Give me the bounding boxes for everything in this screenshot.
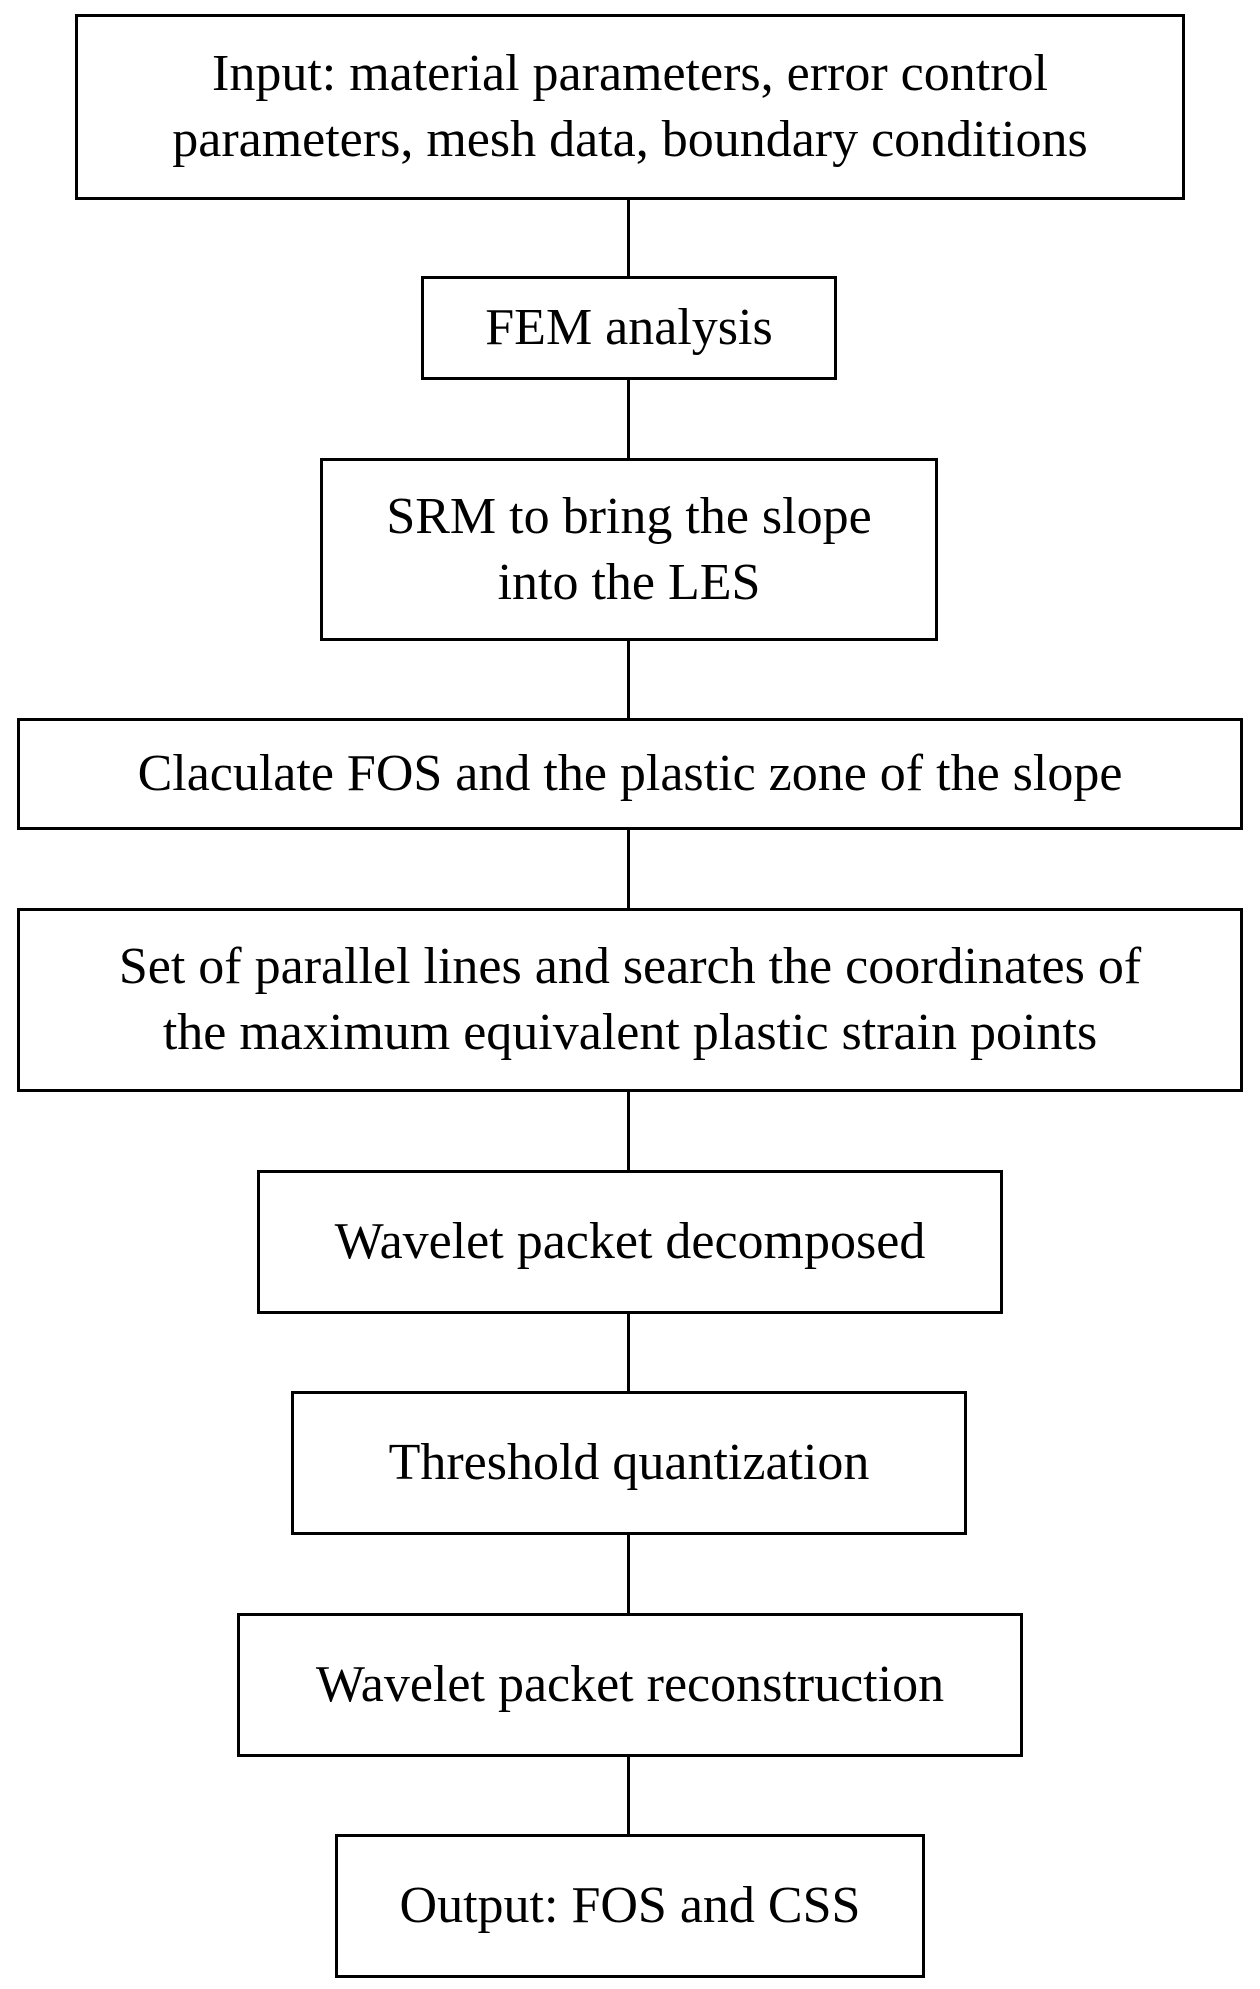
connector-line [627, 1535, 630, 1613]
step-text-line: Wavelet packet decomposed [334, 1213, 926, 1270]
step-text-line: Claculate FOS and the plastic zone of th… [137, 745, 1123, 802]
step-text: SRM to bring the slope into the LES [386, 484, 871, 616]
connector-line [627, 830, 630, 908]
step-text: Threshold quantization [389, 1430, 870, 1496]
step-text: FEM analysis [485, 295, 772, 361]
step-text: Input: material parameters, error contro… [172, 41, 1088, 173]
connector-line [627, 380, 630, 458]
fem-analysis-step-box: FEM analysis [421, 276, 837, 380]
parallel-lines-step-box: Set of parallel lines and search the coo… [17, 908, 1243, 1092]
calculate-fos-step-box: Claculate FOS and the plastic zone of th… [17, 718, 1243, 830]
step-text-line: parameters, mesh data, boundary conditio… [172, 111, 1088, 168]
srm-step-box: SRM to bring the slope into the LES [320, 458, 938, 641]
threshold-quantization-step-box: Threshold quantization [291, 1391, 967, 1535]
connector-line [627, 1757, 630, 1834]
connector-line [627, 1092, 630, 1170]
connector-line [627, 1314, 630, 1391]
output-step-box: Output: FOS and CSS [335, 1834, 925, 1978]
input-step-box: Input: material parameters, error contro… [75, 14, 1185, 200]
step-text: Output: FOS and CSS [400, 1873, 861, 1939]
step-text: Claculate FOS and the plastic zone of th… [138, 741, 1123, 807]
step-text-line: SRM to bring the slope [386, 487, 872, 545]
step-text: Set of parallel lines and search the coo… [119, 934, 1141, 1066]
step-text-line: the maximum equivalent plastic strain po… [162, 1004, 1098, 1061]
step-text-line: Threshold quantization [388, 1434, 870, 1491]
step-text: Wavelet packet decomposed [335, 1209, 926, 1275]
step-text: Wavelet packet reconstruction [316, 1652, 944, 1718]
connector-line [627, 200, 630, 276]
step-text-line: Set of parallel lines and search the coo… [118, 938, 1142, 995]
step-text-line: Input: material parameters, error contro… [212, 45, 1048, 102]
step-text-line: FEM analysis [485, 299, 773, 356]
wavelet-decomposed-step-box: Wavelet packet decomposed [257, 1170, 1003, 1314]
step-text-line: Output: FOS and CSS [399, 1877, 861, 1934]
connector-line [627, 641, 630, 718]
wavelet-reconstruction-step-box: Wavelet packet reconstruction [237, 1613, 1023, 1757]
step-text-line: into the LES [497, 553, 761, 611]
step-text-line: Wavelet packet reconstruction [315, 1656, 945, 1713]
